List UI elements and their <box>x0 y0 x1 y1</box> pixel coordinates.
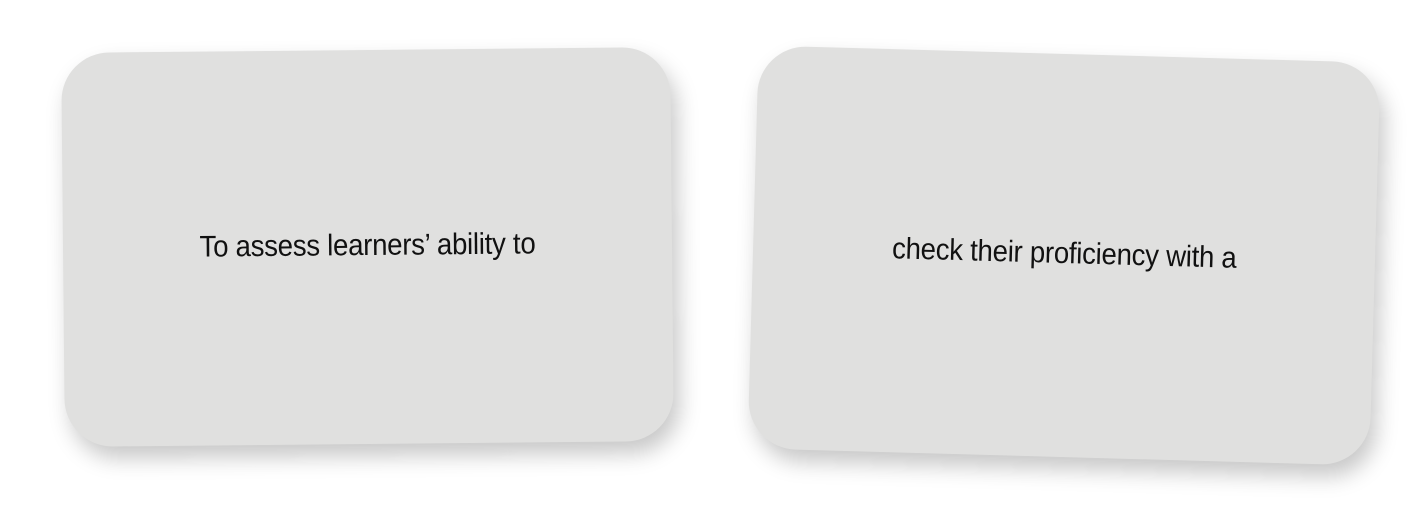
flashcard-right[interactable]: check their proficiency with a <box>747 45 1381 466</box>
flashcard-left[interactable]: To assess learners’ ability to <box>61 47 674 447</box>
card-text: To assess learners’ ability to <box>199 227 536 264</box>
card-text: check their proficiency with a <box>891 232 1237 275</box>
